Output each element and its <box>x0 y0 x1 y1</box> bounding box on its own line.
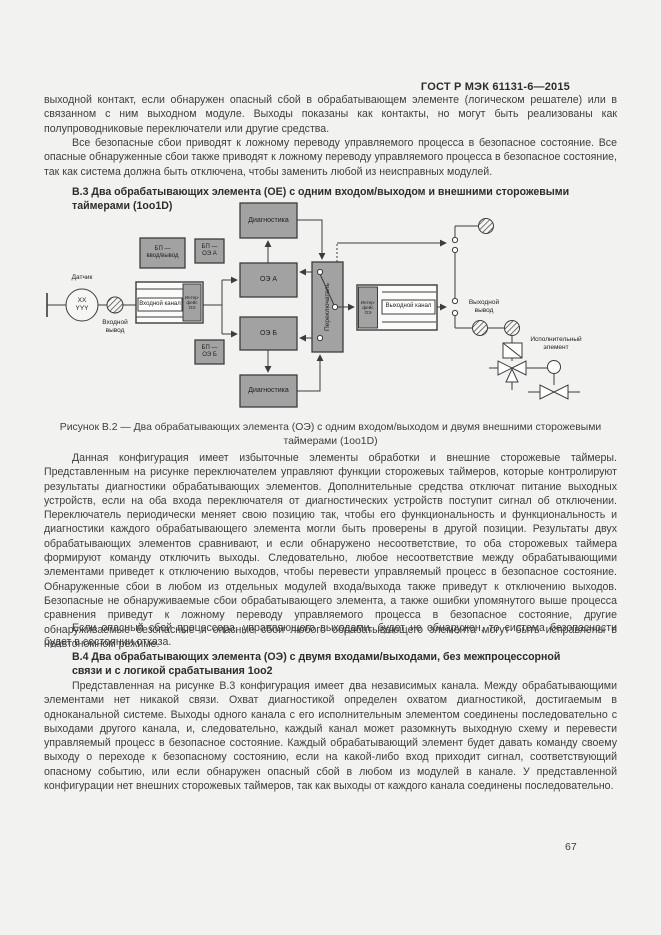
paragraph-4: Если опасный сбой процессора, управляюще… <box>44 622 617 649</box>
figure-caption: Рисунок В.2 — Два обрабатывающих элемент… <box>59 422 602 447</box>
diagram-graphics <box>46 202 580 408</box>
paragraph-2: Все безопасные сбои приводят к ложному п… <box>44 137 617 178</box>
hand-valve-symbol <box>528 360 580 400</box>
psu-pe-b-box <box>194 339 225 365</box>
pe-interface-out-label: Интер- фейс ОЭ <box>360 299 376 316</box>
diagnostics-bottom-label: Диагностика <box>248 387 289 395</box>
psu-io-label: БП — ввод/вывод <box>146 246 179 259</box>
psu-pe-a-box <box>194 238 225 264</box>
switch-label: Переключатель <box>323 283 331 331</box>
solenoid-valve-symbol <box>489 336 548 390</box>
pe-a-box <box>239 262 298 298</box>
watchdog-contact-icon <box>478 218 494 234</box>
figure-b2-diagram: Датчик XX YYY Входной вывод Входной кана… <box>45 200 590 412</box>
psu-pe-b-label: БП — ОЭ Б <box>201 345 218 358</box>
output-terminal-label: Выходной вывод <box>468 299 500 314</box>
sensor-tag-label: XX YYY <box>75 297 89 312</box>
changeover-switch-symbol <box>299 261 344 353</box>
paragraph-1: выходной контакт, если обнаружен опасный… <box>44 94 617 135</box>
diagnostics-bottom-box <box>239 374 298 408</box>
input-terminal-label: Входной вывод <box>102 319 128 334</box>
actuator-label: Исполнительный элемент <box>530 336 582 351</box>
pe-b-box <box>239 316 298 351</box>
diagnostics-top-label: Диагностика <box>248 216 289 224</box>
section-heading-b3: В.3 Два обрабатывающих элемента (ОЕ) с о… <box>72 186 570 213</box>
input-contact-icon <box>106 296 124 314</box>
output-contact-symbol <box>451 225 478 329</box>
page-number: 67 <box>565 841 577 853</box>
sensor-label: Датчик <box>71 274 93 281</box>
output-channel-label: Выходной канал <box>385 303 432 310</box>
output-terminal-icon-1 <box>472 320 488 336</box>
pe-b-label: ОЭ Б <box>259 329 277 337</box>
output-terminal-icon-2 <box>504 320 520 336</box>
paragraph-3: Данная конфигурация имеет избыточные эле… <box>44 452 617 650</box>
sensor-symbol <box>46 288 107 322</box>
psu-io-box <box>139 237 186 269</box>
page-header-standard-number: ГОСТ Р МЭК 61131-6—2015 <box>420 81 570 93</box>
diagnostics-top-box <box>239 202 298 239</box>
psu-pe-a-label: БП — ОЭ А <box>201 244 218 257</box>
paragraph-5: Представленная на рисунке В.3 конфигурац… <box>44 680 617 793</box>
pe-interface-in-label: Интер- фейс ОЭ <box>184 294 200 311</box>
pe-a-label: ОЭ А <box>259 276 278 284</box>
section-heading-b4: В.4 Два обрабатывающих элемента (ОЭ) с д… <box>72 651 561 678</box>
input-module-box <box>135 281 204 324</box>
output-module-box <box>356 284 438 331</box>
input-channel-label: Входной канал <box>139 300 181 307</box>
